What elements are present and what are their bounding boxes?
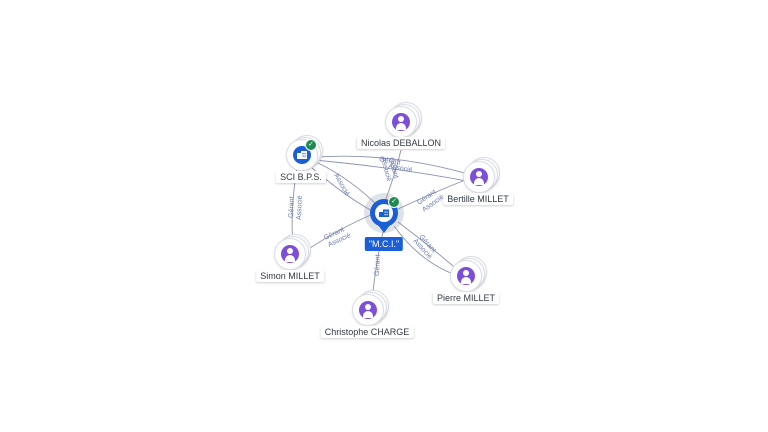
edge-label-simon-sci-2: Associé <box>296 195 304 220</box>
person-icon <box>359 301 377 319</box>
edge-label-sci-bert-2: Associé <box>388 163 413 174</box>
node-bertille-millet[interactable] <box>463 157 500 195</box>
node-christophe-charge[interactable] <box>352 290 389 328</box>
node-label-nicolas[interactable]: Nicolas DEBALLON <box>356 137 446 149</box>
company-building-icon <box>293 146 311 164</box>
edge-label-simon-sci-1: Gérant <box>288 196 296 218</box>
node-label-sci[interactable]: SCI B.P.S. <box>276 171 326 183</box>
verified-check-icon: ✓ <box>388 196 400 208</box>
person-icon <box>281 245 299 263</box>
node-label-pierre[interactable]: Pierre MILLET <box>432 292 500 304</box>
center-node-label[interactable]: "M.C.I." <box>364 237 404 251</box>
company-building-icon <box>379 209 389 217</box>
edge-pierre-mci-2 <box>393 225 457 276</box>
person-icon <box>392 113 410 131</box>
person-icon <box>470 168 488 186</box>
node-label-christophe[interactable]: Christophe CHARGE <box>320 326 414 338</box>
node-label-simon[interactable]: Simon MILLET <box>256 270 324 282</box>
node-simon-millet[interactable] <box>274 234 311 272</box>
person-icon <box>457 267 475 285</box>
edge-label-sci-mci: Associé <box>332 173 350 198</box>
edge-bertille-mci <box>395 177 471 211</box>
center-pin-tip <box>378 225 390 233</box>
edge-label-sci-bert-1: Gérant <box>379 156 401 167</box>
node-nicolas-deballon[interactable] <box>385 102 422 140</box>
center-node-mci[interactable]: ✓ <box>364 193 404 237</box>
edge-sci-bertille-2 <box>313 159 473 183</box>
node-sci-bps[interactable]: ✓ <box>286 135 323 173</box>
edge-label-christophe: Gérant <box>374 254 382 276</box>
verified-check-icon: ✓ <box>305 139 317 151</box>
node-pierre-millet[interactable] <box>450 256 487 294</box>
node-label-bertille[interactable]: Bertille MILLET <box>443 193 513 205</box>
edge-sci-bertille <box>315 155 476 177</box>
